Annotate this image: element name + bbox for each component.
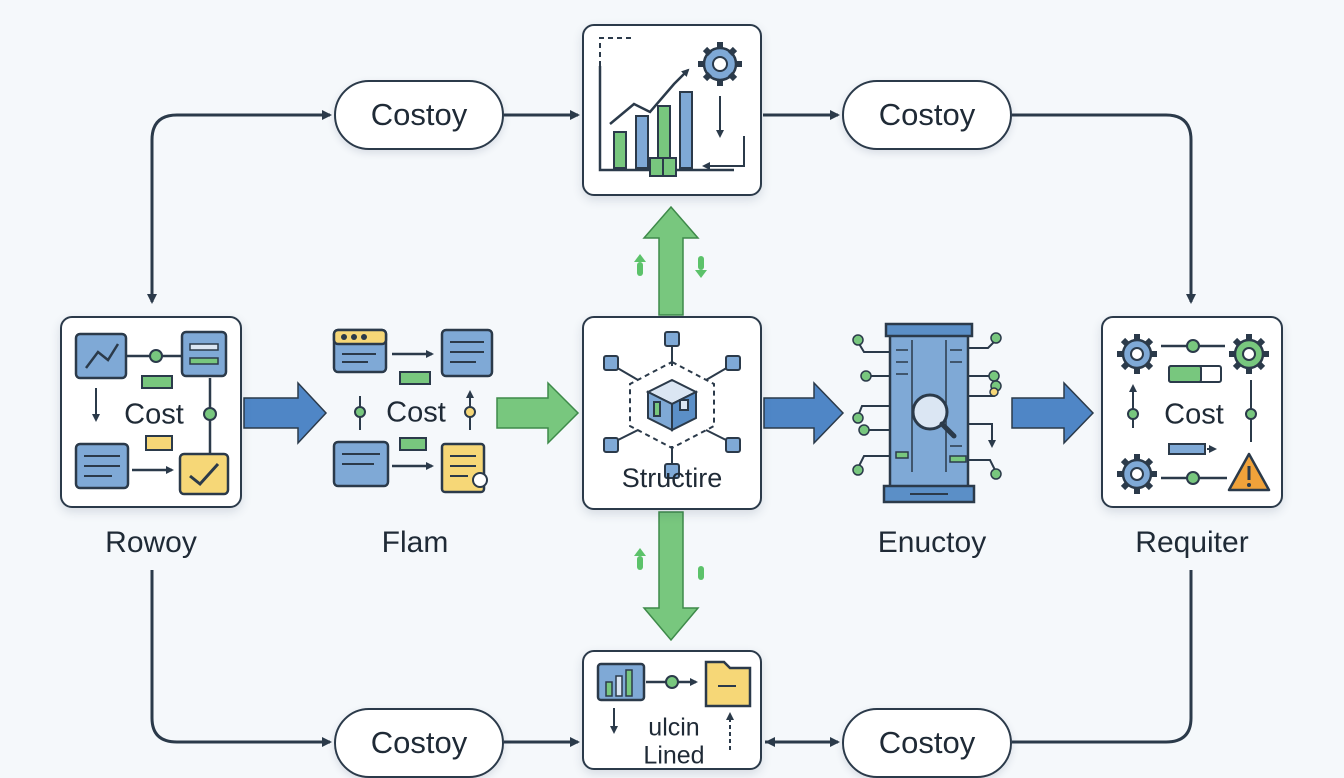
- pill-label: Costoy: [878, 725, 976, 760]
- flow-panels-icon: [332, 328, 494, 494]
- pill-bottom-left[interactable]: Costoy: [334, 708, 504, 778]
- requiter-inner-label: Cost: [1164, 398, 1224, 431]
- pill-label: Costoy: [370, 97, 468, 132]
- flam-caption: Flam: [381, 526, 449, 559]
- rowoy-inner-label: Cost: [124, 398, 184, 431]
- report-folder-icon: [596, 660, 752, 750]
- structure-node[interactable]: Structire: [582, 316, 762, 510]
- pill-top-right[interactable]: Costoy: [842, 80, 1012, 150]
- rowoy-node[interactable]: Cost: [60, 316, 242, 508]
- top-chart-node[interactable]: [582, 24, 762, 196]
- connector-layer: [147, 110, 1196, 747]
- pill-label: Costoy: [370, 725, 468, 760]
- enuctoy-node[interactable]: [850, 322, 1010, 506]
- connector-left-bottom: [150, 570, 332, 747]
- workflow-icon: [74, 330, 230, 496]
- rowoy-caption: Rowoy: [105, 526, 197, 559]
- requiter-node[interactable]: Cost: [1101, 316, 1283, 508]
- gear-icon: [698, 42, 742, 86]
- bottom-node-line1: ulcin: [648, 713, 700, 742]
- pill-top-left[interactable]: Costoy: [334, 80, 504, 150]
- block-arrow-structure-up: [642, 205, 700, 316]
- gear-icon: [1229, 334, 1269, 374]
- flam-node[interactable]: Cost: [330, 326, 496, 496]
- block-arrow-rowoy-to-flam: [243, 381, 328, 445]
- block-arrow-structure-down: [642, 511, 700, 642]
- block-arrow-enuctoy-to-requiter: [1011, 381, 1095, 445]
- requiter-caption: Requiter: [1135, 526, 1249, 559]
- pill-label: Costoy: [878, 97, 976, 132]
- warning-icon: [1227, 452, 1271, 492]
- connector-right-top: [1012, 113, 1196, 304]
- block-arrow-structure-to-enuctoy: [763, 381, 845, 445]
- block-arrow-flam-to-structure: [496, 381, 580, 445]
- structure-label: Structire: [621, 463, 723, 493]
- bottom-node[interactable]: ulcin Lined: [582, 650, 762, 770]
- gear-icon: [1117, 334, 1157, 374]
- flam-inner-label: Cost: [386, 396, 446, 429]
- pill-bottom-right[interactable]: Costoy: [842, 708, 1012, 778]
- server-search-icon: [852, 322, 1002, 504]
- chart-gear-icon: [598, 37, 745, 177]
- cube-icon: [645, 378, 699, 432]
- connector-right-bottom: [1012, 570, 1193, 744]
- gears-warning-icon: [1117, 334, 1271, 494]
- bottom-node-line2: Lined: [643, 741, 705, 770]
- magnifier-icon: [911, 393, 957, 439]
- enuctoy-caption: Enuctoy: [877, 526, 987, 559]
- small-green-indicators: [634, 254, 707, 580]
- network-cube-icon: [603, 331, 741, 479]
- gear-icon: [1117, 454, 1157, 494]
- connector-left-top: [150, 110, 332, 300]
